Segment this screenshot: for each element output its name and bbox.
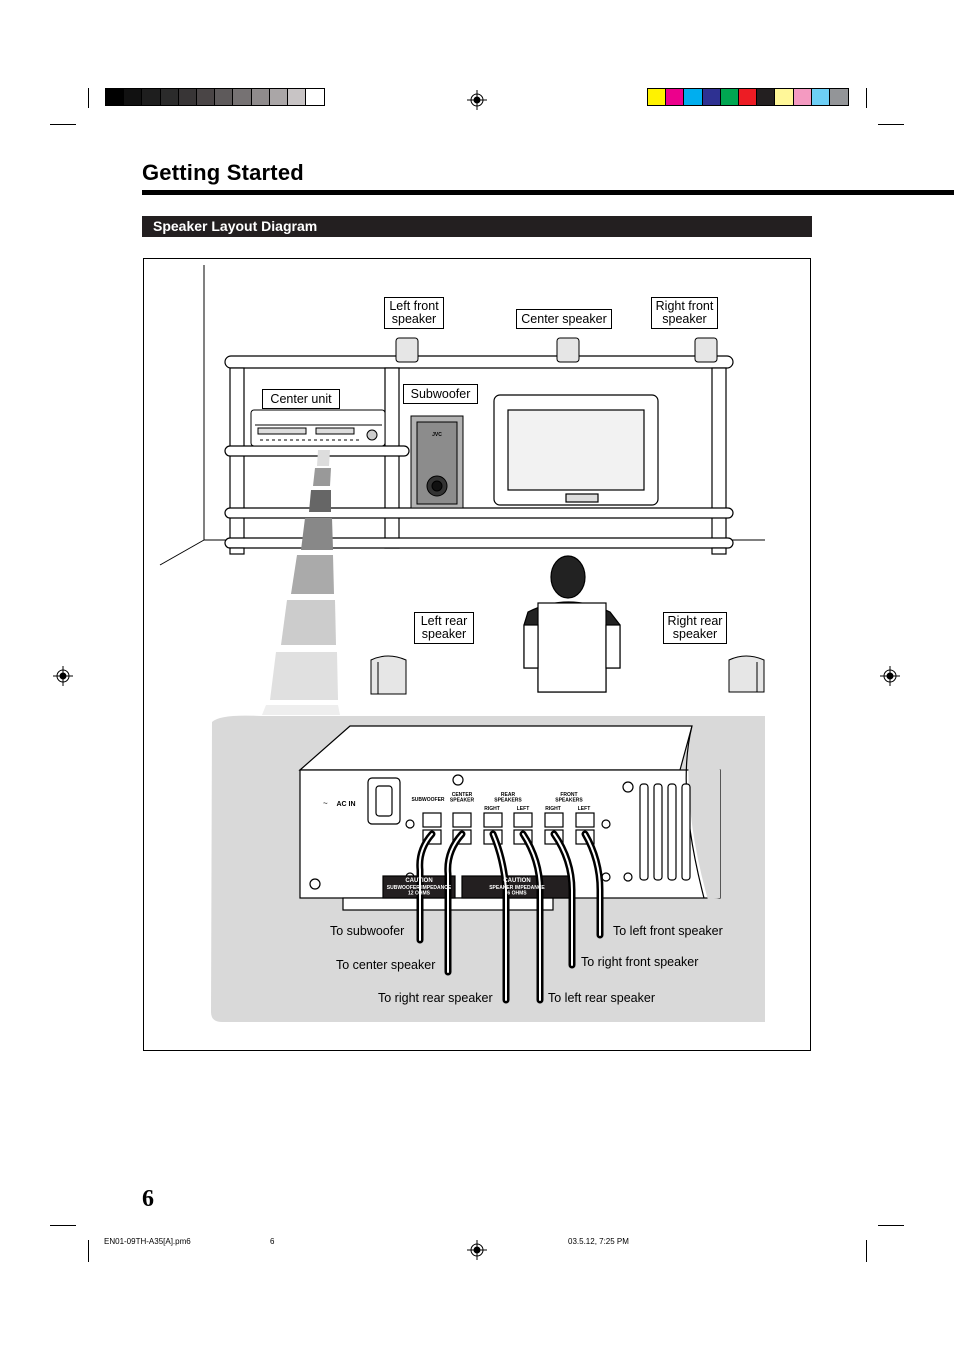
color-swatch — [665, 88, 686, 106]
front-right-label: RIGHT — [545, 806, 561, 812]
label-left-rear-speaker: Left rear speaker — [414, 612, 474, 644]
crop-mark — [878, 124, 904, 125]
title-rule — [142, 190, 954, 195]
label-text: Left rear speaker — [420, 614, 468, 641]
color-swatch — [792, 88, 813, 106]
crop-mark — [50, 1225, 76, 1226]
color-swatch — [195, 88, 217, 106]
crop-mark — [866, 88, 867, 108]
color-swatch — [774, 88, 795, 106]
label-text: Right rear speaker — [667, 614, 723, 641]
color-swatch — [810, 88, 831, 106]
diagram-frame — [143, 258, 811, 1051]
label-text: Center unit — [270, 391, 332, 406]
color-swatch — [828, 88, 850, 106]
subwoofer-unit — [410, 415, 464, 509]
color-swatch — [286, 88, 308, 106]
listener — [523, 555, 621, 693]
callout-to-subwoofer: To subwoofer — [330, 924, 405, 938]
left-front-speaker — [395, 337, 419, 363]
crop-mark — [88, 1240, 89, 1262]
label-right-front-speaker: Right front speaker — [651, 297, 718, 329]
rear-left-label: LEFT — [517, 806, 530, 812]
label-text: Right front speaker — [655, 299, 714, 326]
color-swatch — [268, 88, 289, 106]
label-center-unit: Center unit — [262, 389, 340, 409]
caution-label: CAUTION — [503, 878, 530, 884]
label-text: Left front speaker — [389, 299, 439, 326]
crop-mark — [866, 1240, 867, 1262]
footer-file: EN01-09TH-A35[A].pm6 — [104, 1237, 191, 1246]
crop-mark — [88, 88, 89, 108]
registration-target — [880, 666, 900, 686]
color-swatch — [250, 88, 271, 106]
crop-mark — [878, 1225, 904, 1226]
color-swatch — [701, 88, 722, 106]
tv-stand — [224, 355, 734, 555]
center-speaker — [556, 337, 580, 363]
color-swatch — [232, 88, 253, 106]
color-swatch — [159, 88, 180, 106]
color-swatch — [104, 88, 126, 106]
color-swatch — [305, 88, 326, 106]
rear-right-label: RIGHT — [484, 806, 500, 812]
color-swatch — [737, 88, 759, 106]
section-heading: Speaker Layout Diagram — [153, 218, 318, 234]
left-rear-speaker — [370, 655, 407, 695]
callout-to-left-rear-speaker: To left rear speaker — [548, 991, 655, 1005]
right-rear-speaker — [728, 655, 765, 693]
speaker-wires — [416, 830, 604, 1004]
callout-to-left-front-speaker: To left front speaker — [613, 924, 723, 938]
registration-target — [467, 90, 487, 110]
color-swatch — [141, 88, 162, 106]
label-text: Center speaker — [521, 311, 607, 326]
label-subwoofer: Subwoofer — [403, 384, 478, 404]
registration-target — [53, 666, 73, 686]
sound-beam — [262, 450, 340, 715]
color-swatch — [123, 88, 144, 106]
color-swatch — [646, 88, 668, 106]
color-swatch — [756, 88, 777, 106]
subwoofer-terminal-label: SUBWOOFER — [411, 797, 444, 803]
callout-to-right-front-speaker: To right front speaker — [581, 955, 699, 969]
callout-to-right-rear-speaker: To right rear speaker — [378, 991, 493, 1005]
page-title: Getting Started — [142, 160, 304, 185]
color-swatch — [214, 88, 235, 106]
label-left-front-speaker: Left front speaker — [384, 297, 444, 329]
right-front-speaker — [694, 337, 718, 363]
label-text: Subwoofer — [410, 386, 471, 401]
footer-page: 6 — [270, 1237, 275, 1246]
rear-panel-brand: JVC — [432, 432, 442, 438]
tv-set — [493, 394, 659, 506]
color-swatch — [683, 88, 704, 106]
ac-in-label: AC IN — [336, 801, 355, 808]
caution-label: CAUTION — [405, 878, 432, 884]
center-unit — [250, 409, 386, 447]
page-number: 6 — [142, 1186, 154, 1212]
ac-symbol: ~ — [323, 799, 328, 808]
crop-mark — [50, 124, 76, 125]
footer-timestamp: 03.5.12, 7:25 PM — [568, 1237, 629, 1246]
color-swatch — [177, 88, 198, 106]
registration-target — [467, 1240, 487, 1260]
color-swatch — [719, 88, 740, 106]
callout-to-center-speaker: To center speaker — [336, 958, 436, 972]
label-center-speaker: Center speaker — [516, 309, 612, 329]
front-left-label: LEFT — [578, 806, 591, 812]
label-right-rear-speaker: Right rear speaker — [663, 612, 727, 644]
section-heading-bar: Speaker Layout Diagram — [142, 216, 812, 237]
